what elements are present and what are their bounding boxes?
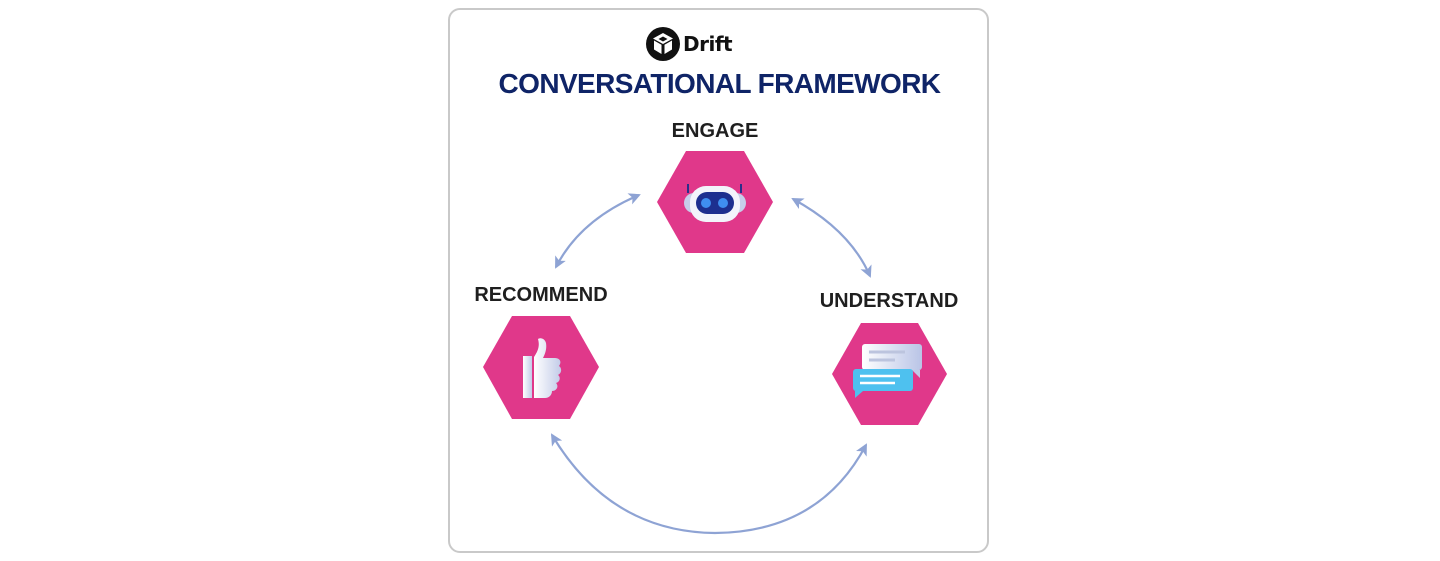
stage-understand — [832, 323, 947, 425]
stage-recommend — [483, 316, 599, 419]
stage-label-recommend: RECOMMEND — [474, 284, 608, 306]
brand-name: Drift — [683, 32, 733, 56]
page-title: CONVERSATIONAL FRAMEWORK — [498, 68, 941, 99]
arrow-engage-understand — [791, 198, 872, 278]
chat-bubbles-icon — [853, 344, 922, 398]
stage-engage — [657, 151, 773, 253]
robot-icon — [684, 184, 746, 222]
framework-card — [448, 8, 989, 553]
stage-label-understand: UNDERSTAND — [819, 290, 959, 312]
arrow-recommend-understand — [550, 433, 867, 535]
stage-label-engage: ENGAGE — [671, 120, 759, 142]
brand-logo: Drift — [646, 27, 733, 61]
drift-logo-icon — [646, 27, 680, 61]
thumbs-up-icon — [523, 338, 562, 398]
arrow-engage-recommend — [555, 193, 641, 269]
